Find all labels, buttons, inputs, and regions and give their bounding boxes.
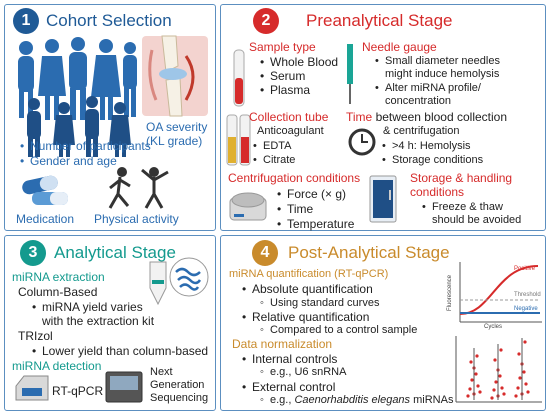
- collection-tube-heading: Collection tube: [249, 110, 329, 124]
- anticoagulant-label: Anticoagulant: [257, 125, 324, 137]
- cohort-bullet-gender-age: Gender and age: [20, 154, 117, 168]
- amplification-plot: [459, 262, 542, 323]
- anticoagulant-edta: EDTA: [253, 140, 291, 152]
- clock-icon: [348, 128, 376, 156]
- column-based-label: Column-Based: [18, 285, 98, 299]
- external-sub: e.g., Caenorhabditis elegans miRNAs: [260, 394, 454, 406]
- time-bullet-hemolysis: >4 h: Hemolysis: [382, 140, 471, 152]
- time-heading: Time: [346, 110, 373, 124]
- centrifugation-temperature: Temperature: [277, 217, 354, 231]
- step-number-1: 1: [13, 8, 39, 34]
- sample-type-heading: Sample type: [249, 40, 316, 54]
- storage-heading-1: Storage & handling: [410, 171, 513, 185]
- rtqpcr-label: RT-qPCR: [52, 384, 104, 398]
- relative-sub: Compared to a control sample: [260, 324, 417, 336]
- quantification-heading: miRNA quantification (RT-qPCR): [229, 268, 389, 280]
- sample-type-serum: Serum: [260, 69, 305, 83]
- time-bullet-storage: Storage conditions: [382, 154, 483, 166]
- absolute-quantification: Absolute quantification: [242, 282, 373, 296]
- step-number-4: 4: [252, 240, 278, 266]
- time-line-1: Time between blood collection: [346, 110, 507, 124]
- external-sub-species: Caenorhabditis elegans: [294, 394, 411, 406]
- plot-label-negative: Negative: [514, 306, 538, 312]
- centrifugation-heading: Centrifugation conditions: [228, 171, 361, 185]
- extraction-heading: miRNA extraction: [12, 270, 105, 284]
- step-number-2: 2: [253, 8, 279, 34]
- freezer-icon: [369, 175, 397, 223]
- rna-strands-icon: [169, 257, 209, 297]
- internal-controls: Internal controls: [242, 352, 337, 366]
- storage-bullet-1: Freeze & thaw: [422, 201, 503, 213]
- exercise-people-icon: [108, 167, 169, 209]
- storage-bullet-1-cont: should be avoided: [432, 214, 522, 226]
- external-control: External control: [242, 380, 335, 394]
- needle-bullet-1-cont: might induce hemolysis: [385, 68, 500, 80]
- people-group-illustration: [18, 37, 137, 157]
- pills-icon: [22, 175, 68, 205]
- internal-sub: e.g., U6 snRNA: [260, 366, 346, 378]
- dot-plot: [455, 336, 542, 403]
- physical-activity-label: Physical activity: [94, 212, 179, 226]
- oa-severity-label: OA severity: [146, 120, 208, 134]
- trizol-bullet-1: Lower yield than column-based: [32, 344, 208, 358]
- panel-title-post-analytical: Post-Analytical Stage: [288, 243, 450, 262]
- column-bullet-1: miRNA yield varies: [32, 300, 143, 314]
- ngs-machine-icon: [105, 371, 143, 403]
- knee-joint-illustration: [142, 35, 208, 117]
- time-desc-2: & centrifugation: [383, 125, 460, 137]
- column-bullet-1-cont: with the extraction kit: [42, 314, 155, 328]
- plot-label-positive: Positive: [514, 266, 536, 272]
- rtqpcr-machine-icon: [15, 375, 49, 401]
- plot-ylabel: Fluorescence: [447, 274, 454, 312]
- panel-title-preanalytical: Preanalytical Stage: [306, 11, 453, 30]
- trizol-label: TRIzol: [18, 329, 53, 343]
- kl-grade-label: (KL grade): [146, 134, 203, 148]
- needle-bullet-2: Alter miRNA profile/: [375, 82, 481, 94]
- step-number-3: 3: [20, 240, 46, 266]
- needle-icon: [347, 44, 353, 104]
- storage-heading-2: conditions: [410, 185, 465, 199]
- relative-quantification: Relative quantification: [242, 310, 369, 324]
- absolute-sub: Using standard curves: [260, 297, 379, 309]
- plot-xlabel: Cycles: [484, 324, 503, 330]
- panel-title-cohort: Cohort Selection: [46, 11, 172, 30]
- centrifuge-icon: [229, 192, 267, 221]
- collection-tubes-icon: [226, 114, 251, 166]
- sample-type-whole-blood: Whole Blood: [260, 55, 338, 69]
- blood-tube-icon: [233, 49, 245, 107]
- panel-title-analytical: Analytical Stage: [54, 243, 176, 262]
- detection-heading: miRNA detection: [12, 359, 102, 373]
- needle-bullet-1: Small diameter needles: [375, 55, 500, 67]
- ngs-label-line-3: Sequencing: [150, 392, 209, 404]
- external-sub-suffix: miRNAs: [410, 394, 454, 406]
- plot-label-threshold: Threshold: [514, 292, 541, 298]
- sample-type-plasma: Plasma: [260, 83, 310, 97]
- needle-bullet-2-cont: concentration: [385, 95, 452, 107]
- needle-gauge-heading: Needle gauge: [362, 40, 437, 54]
- ngs-label-line-2: Generation: [150, 379, 205, 391]
- extraction-tube-icon: [149, 261, 167, 306]
- time-desc-1: between blood collection: [375, 110, 508, 124]
- normalization-heading: Data normalization: [232, 337, 333, 351]
- anticoagulant-citrate: Citrate: [253, 154, 296, 166]
- medication-label: Medication: [16, 212, 75, 226]
- cohort-bullet-participants: Number of participants: [20, 139, 151, 153]
- centrifugation-time: Time: [277, 202, 313, 216]
- centrifugation-force: Force (× g): [277, 187, 346, 201]
- external-sub-prefix: e.g.,: [270, 394, 295, 406]
- ngs-label-line-1: Next: [150, 366, 173, 378]
